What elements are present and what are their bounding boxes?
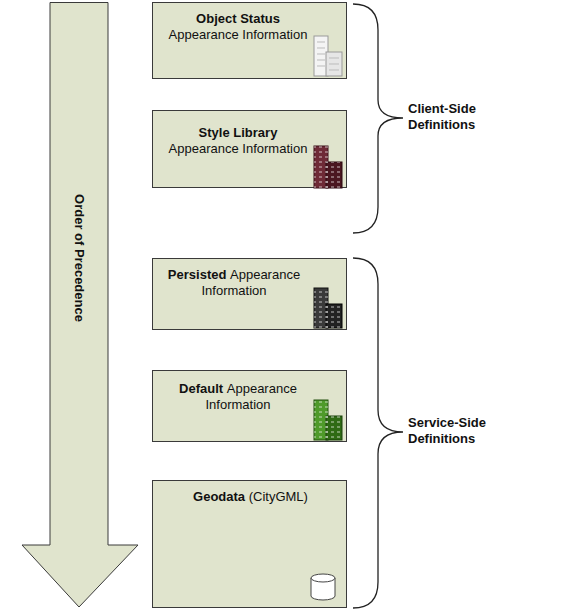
box-body: Appearance Information	[163, 141, 313, 157]
box-body: (CityGML)	[249, 489, 308, 504]
box-heading: Default	[179, 381, 223, 396]
box-heading: Style Library	[163, 125, 313, 141]
box-heading: Geodata	[193, 489, 245, 504]
precedence-arrow: Order of Precedence	[20, 2, 140, 609]
building-icon	[314, 146, 342, 188]
brace	[353, 4, 403, 608]
box-body: Appearance Information	[163, 27, 313, 43]
building-icon	[314, 36, 342, 76]
box-text: Object StatusAppearance Information	[163, 11, 313, 43]
vertical-label: Order of Precedence	[72, 194, 87, 322]
database-cylinder	[311, 574, 335, 600]
box-text: Style LibraryAppearance Information	[163, 125, 313, 157]
box-heading: Persisted	[168, 267, 227, 282]
box-text: DefaultAppearance Information	[163, 381, 313, 413]
group-label: Service-Side Definitions	[408, 415, 518, 447]
box-heading: Object Status	[163, 11, 313, 27]
box-text: PersistedAppearance Information	[159, 267, 309, 299]
group-label: Client-Side Definitions	[408, 101, 518, 133]
building-icon	[314, 288, 342, 328]
building-icon	[314, 400, 342, 440]
box-text: Geodata (CityGML)	[163, 489, 338, 505]
